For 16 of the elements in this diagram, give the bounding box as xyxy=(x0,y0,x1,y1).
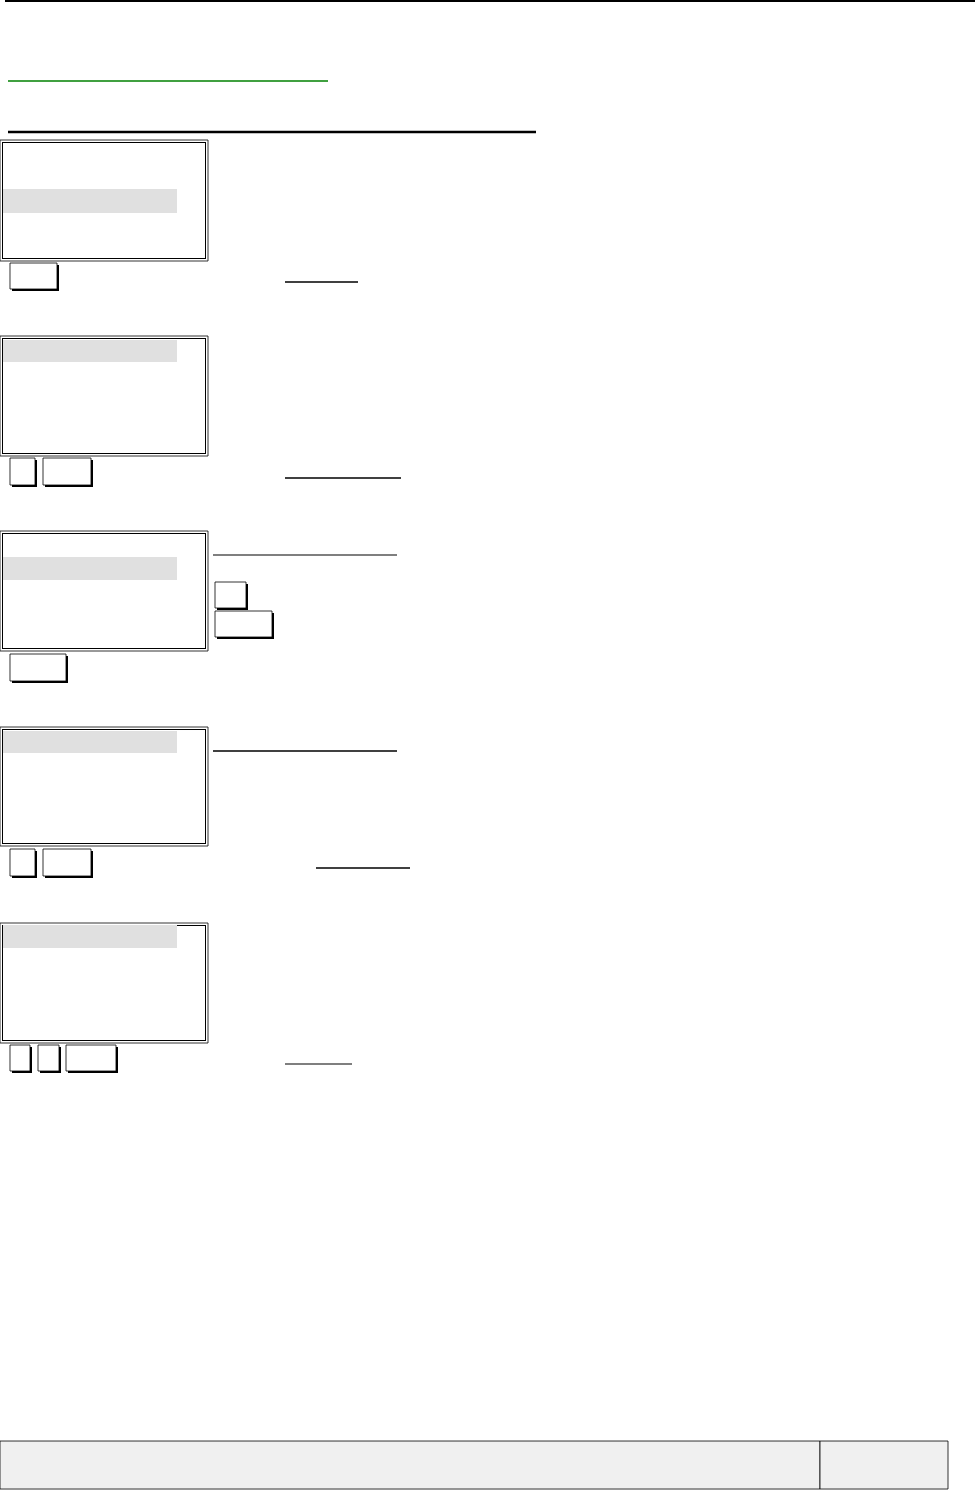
key-button xyxy=(37,1044,61,1073)
highlight-bar xyxy=(3,731,177,753)
key-button xyxy=(42,848,93,878)
key-button xyxy=(9,457,37,487)
highlight-bar xyxy=(3,189,177,213)
footer-cell xyxy=(819,1440,949,1490)
highlight-bar xyxy=(3,925,177,948)
key-button xyxy=(42,457,93,487)
highlight-bar xyxy=(3,557,177,580)
key-button xyxy=(9,653,68,683)
key-button xyxy=(214,581,248,610)
key-button xyxy=(65,1044,118,1073)
key-button xyxy=(9,1044,32,1073)
highlight-bar xyxy=(3,340,177,362)
key-button xyxy=(9,848,37,878)
key-button xyxy=(9,262,59,291)
